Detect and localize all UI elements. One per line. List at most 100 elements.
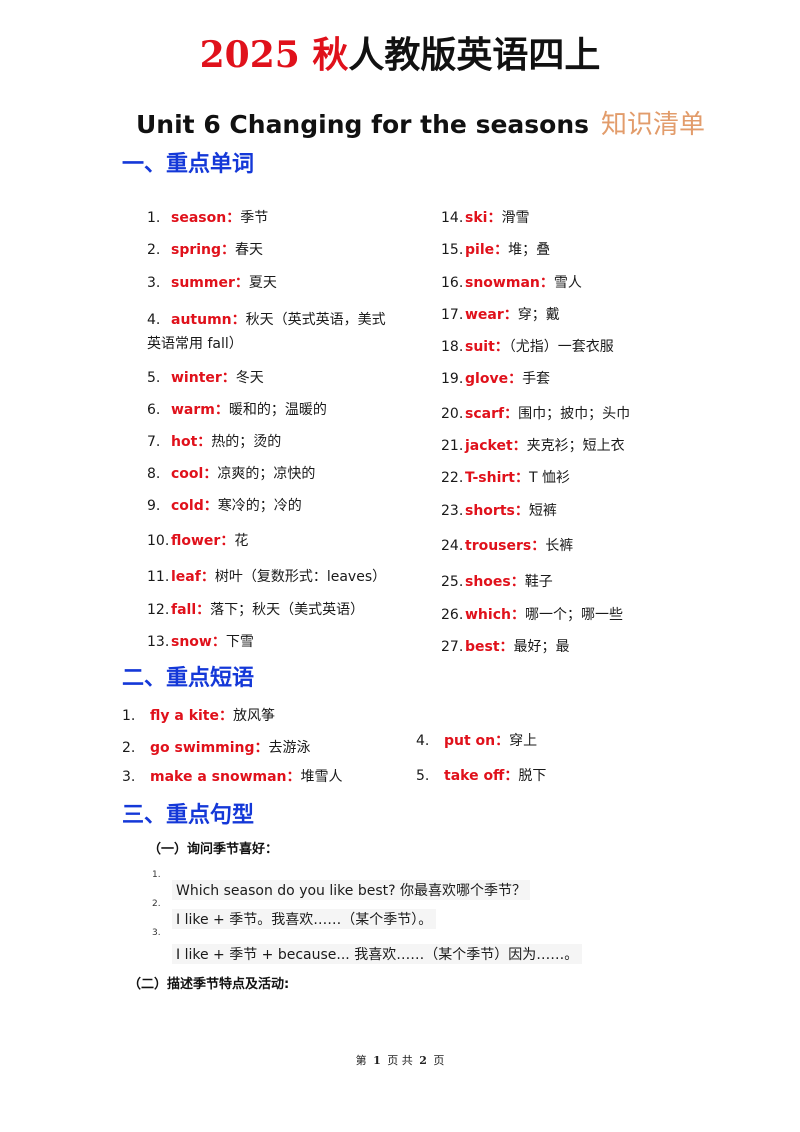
item-separator: ： (226, 210, 241, 226)
item-term: shoes (465, 574, 511, 590)
item-number: 1. (122, 708, 136, 724)
item-number: 14. (441, 210, 464, 226)
item-meaning: 短裤 (528, 503, 557, 519)
item-meaning: 去游泳 (268, 740, 311, 756)
item-meaning: 落下；秋天（美式英语） (210, 602, 365, 618)
item-term: jacket (465, 438, 513, 454)
item-number: 10. (147, 533, 170, 549)
sentence-number: 1. (152, 870, 161, 880)
item-separator: ： (200, 569, 215, 585)
item-number: 18. (441, 339, 464, 355)
item-meaning: 长裤 (545, 538, 574, 554)
footer-total-pages: 2 (419, 1054, 427, 1067)
footer-suffix: 页 (433, 1054, 445, 1067)
item-number: 11. (147, 569, 170, 585)
vocab-item: 22.T-shirt：T 恤衫 (441, 468, 570, 488)
item-separator: ： (487, 210, 502, 226)
item-number: 19. (441, 371, 464, 387)
sentence: Which season do you like best? 你最喜欢哪个季节？ (172, 880, 530, 900)
item-term: take off (444, 768, 505, 784)
item-number: 22. (441, 470, 464, 486)
item-term: fall (171, 602, 197, 618)
title-season: 秋 (312, 34, 349, 76)
vocab-item: 20.scarf：围巾；披巾；头巾 (441, 404, 630, 424)
item-separator: ： (221, 370, 236, 386)
item-separator: ： (531, 538, 546, 554)
vocab-item: 8.cool：凉爽的；凉快的 (147, 464, 315, 484)
item-separator: ： (515, 470, 529, 486)
sentence: I like + 季节。我喜欢……（某个季节）。 (172, 909, 437, 929)
item-term: snowman (465, 275, 540, 291)
item-separator: ： (203, 498, 218, 514)
vocab-item: 21.jacket：夹克衫；短上衣 (441, 436, 625, 456)
vocab-item: 11.leaf：树叶（复数形式：leaves） (147, 567, 386, 587)
page-footer: 第 1 页 共 2 页 (0, 1052, 800, 1068)
item-term: trousers (465, 538, 532, 554)
item-number: 17. (441, 307, 464, 323)
vocab-item: 14.ski：滑雪 (441, 208, 529, 228)
item-number: 3. (122, 769, 136, 785)
phrase-item: 5.take off：脱下 (416, 766, 546, 786)
item-meaning: 手套 (522, 371, 551, 387)
item-number: 15. (441, 242, 464, 258)
item-meaning: 堆；叠 (508, 242, 551, 258)
item-separator: ： (214, 402, 229, 418)
vocab-item: 24.trousers：长裤 (441, 536, 573, 556)
item-term: flower (171, 533, 221, 549)
item-separator: ： (196, 602, 211, 618)
sentence-number: 3. (152, 928, 161, 938)
item-meaning: 放风筝 (233, 708, 275, 724)
item-separator: ： (504, 406, 519, 422)
vocab-item: 2.spring：春天 (147, 240, 263, 260)
item-number: 21. (441, 438, 464, 454)
item-number: 6. (147, 402, 161, 418)
item-term: put on (444, 733, 496, 749)
vocab-item: 13.snow：下雪 (147, 632, 254, 652)
vocab-item: 19.glove：手套 (441, 369, 550, 389)
vocab-item: 12.fall：落下；秋天（美式英语） (147, 600, 364, 620)
sentence-group-1-title: （一）询问季节喜好： (148, 842, 279, 857)
item-term: fly a kite (150, 708, 219, 724)
unit-title: Unit 6 Changing for the seasons 知识清单 (136, 104, 705, 141)
item-number: 5. (416, 768, 430, 784)
item-meaning: 夹克衫；短上衣 (526, 438, 625, 454)
item-separator: ： (197, 434, 212, 450)
item-term: leaf (171, 569, 201, 585)
item-separator: ： (203, 466, 218, 482)
item-term: snow (171, 634, 212, 650)
item-number: 23. (441, 503, 464, 519)
item-number: 24. (441, 538, 464, 554)
item-number: 2. (147, 242, 161, 258)
item-separator: ： (499, 639, 514, 655)
item-meaning: 最好；最 (513, 639, 570, 655)
item-separator: ： (220, 533, 235, 549)
vocab-item: 16.snowman：雪人 (441, 273, 582, 293)
item-number: 2. (122, 740, 136, 756)
item-meaning: 秋天（英式英语，美式英语常用 fall） (147, 312, 386, 352)
item-separator: ： (494, 242, 509, 258)
item-term: winter (171, 370, 222, 386)
item-number: 9. (147, 498, 161, 514)
item-meaning: 脱下 (518, 768, 547, 784)
item-meaning: 寒冷的；冷的 (217, 498, 302, 514)
item-number: 4. (416, 733, 430, 749)
phrase-item: 2.go swimming：去游泳 (122, 738, 311, 758)
item-term: T-shirt (465, 470, 515, 486)
item-meaning: 滑雪 (501, 210, 530, 226)
item-term: make a snowman (150, 769, 287, 785)
vocab-item: 7.hot：热的；烫的 (147, 432, 281, 452)
vocab-item: 3.summer：夏天 (147, 273, 277, 293)
unit-title-text: Unit 6 Changing for the seasons (136, 110, 590, 139)
unit-tag: 知识清单 (601, 110, 706, 140)
words-heading: 一、重点单词 (122, 151, 255, 177)
vocab-item: 18.suit：（尤指）一套衣服 (441, 337, 614, 357)
item-number: 4. (147, 312, 161, 328)
item-number: 27. (441, 639, 464, 655)
item-meaning: 冬天 (235, 370, 264, 386)
vocab-item: 1.season：季节 (147, 208, 268, 228)
vocab-item: 15.pile：堆；叠 (441, 240, 550, 260)
item-meaning: 鞋子 (524, 574, 553, 590)
item-separator: ： (508, 371, 523, 387)
item-separator: ： (510, 574, 525, 590)
